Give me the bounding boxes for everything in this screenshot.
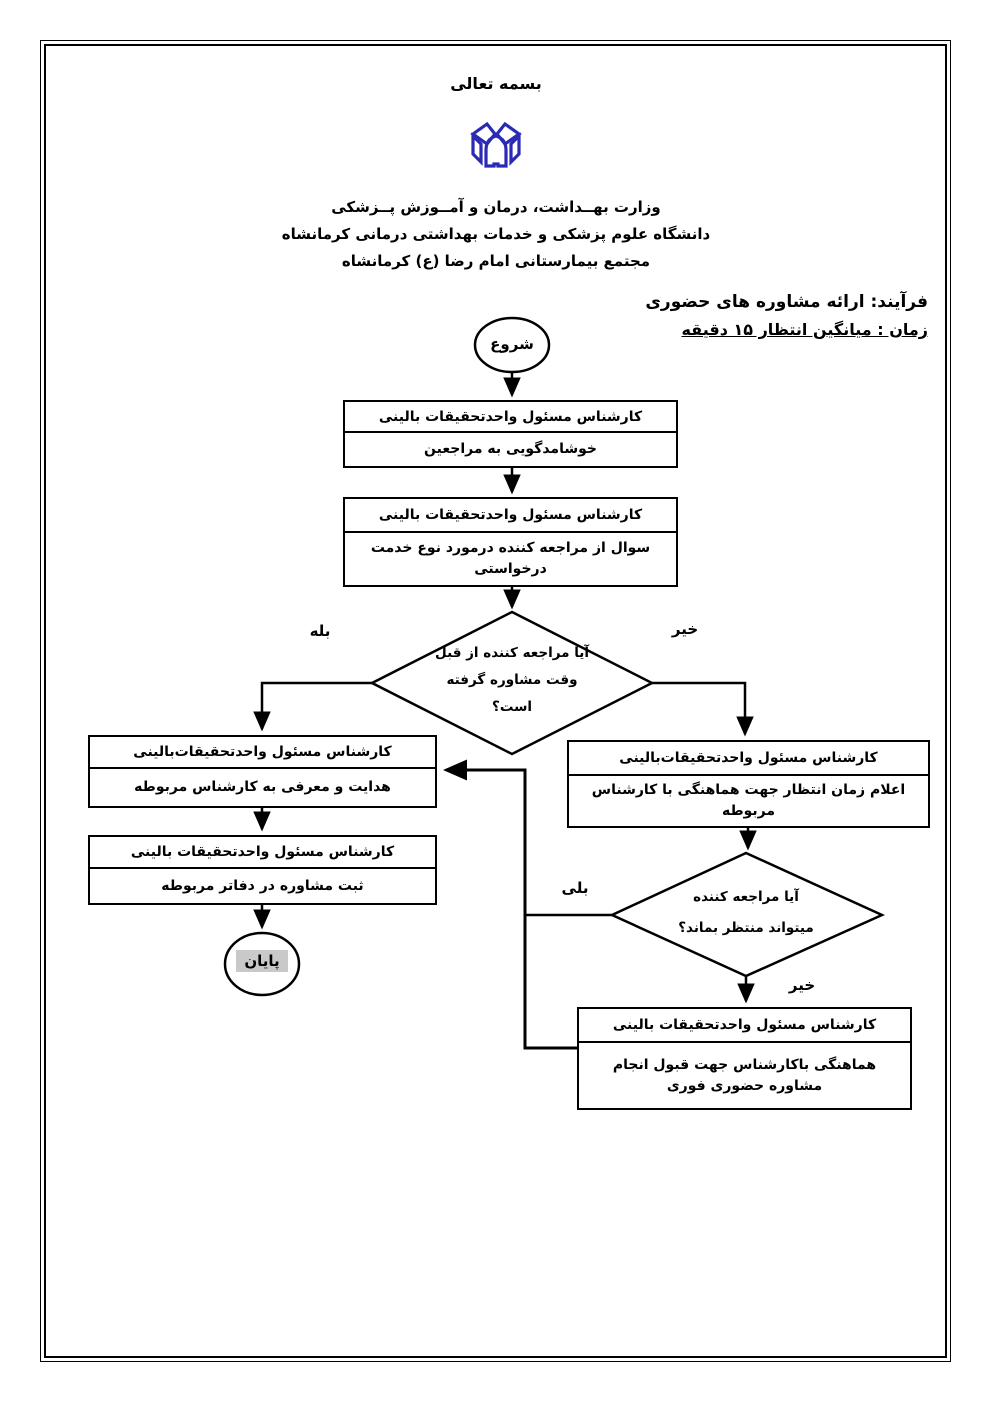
page-border-frame-inner — [44, 44, 947, 1358]
organization-header: وزارت بهــداشت، درمان و آمــوزش پــزشکی … — [0, 194, 992, 275]
announce-wait-box-body: اعلام زمان انتظار جهت هماهنگی با کارشناس… — [591, 782, 906, 819]
welcome-box: کارشناس مسئول واحدتحقیقات بالینی خوشامدگ… — [343, 400, 678, 468]
ask-service-box: کارشناس مسئول واحدتحقیقات بالینی سوال از… — [343, 497, 678, 587]
coordinate-box-header: کارشناس مسئول واحدتحقیقات بالینی — [579, 1009, 910, 1043]
ask-service-box-body: سوال از مراجعه کننده درمورد نوع خدمت درخ… — [370, 540, 651, 577]
coordinate-box: کارشناس مسئول واحدتحقیقات بالینی هماهنگی… — [577, 1007, 912, 1110]
process-time: زمان : میانگین انتظار ۱۵ دقیقه — [681, 320, 928, 339]
end-label: پایان — [236, 950, 288, 972]
edge-label-yes1: بله — [309, 622, 331, 640]
announce-wait-box: کارشناس مسئول واحدتحقیقات‌بالینی اعلام ز… — [567, 740, 930, 828]
bismillah-text: بسمه تعالی — [450, 74, 542, 93]
guide-box: کارشناس مسئول واحدتحقیقات‌بالینی هدایت و… — [88, 735, 437, 808]
guide-box-body: هدایت و معرفی به کارشناس مربوطه — [134, 779, 391, 795]
decision2-line2: میتواند منتظر بماند؟ — [678, 920, 814, 936]
decision-can-wait: آیا مراجعه کننده میتواند منتظر بماند؟ — [646, 882, 846, 944]
register-box-body: ثبت مشاوره در دفاتر مربوطه — [161, 877, 364, 894]
decision1-line1: آیا مراجعه کننده از قبل — [435, 645, 589, 661]
register-box-header: کارشناس مسئول واحدتحقیقات بالینی — [90, 837, 435, 869]
decision-has-appointment: آیا مراجعه کننده از قبل وقت مشاوره گرفته… — [402, 640, 622, 721]
edge-label-no2: خیر — [788, 976, 816, 994]
announce-wait-box-header: کارشناس مسئول واحدتحقیقات‌بالینی — [569, 742, 928, 776]
ask-service-box-header: کارشناس مسئول واحدتحقیقات بالینی — [345, 499, 676, 533]
edge-label-no1: خیر — [671, 620, 699, 638]
coordinate-box-body: هماهنگی باکارشناس جهت قبول انجام مشاوره … — [612, 1056, 877, 1094]
process-title-block: فرآیند: ارائه مشاوره های حضوری زمان : می… — [645, 292, 928, 339]
start-label: شروع — [490, 335, 534, 353]
decision1-line3: است؟ — [491, 699, 533, 715]
guide-box-header: کارشناس مسئول واحدتحقیقات‌بالینی — [90, 737, 435, 769]
decision2-line1: آیا مراجعه کننده — [693, 889, 799, 905]
university-logo-icon — [464, 118, 528, 182]
register-box: کارشناس مسئول واحدتحقیقات بالینی ثبت مشا… — [88, 835, 437, 905]
org-line-hospital: مجتمع بیمارستانی امام رضا (ع) کرمانشاه — [341, 252, 651, 270]
process-title: فرآیند: ارائه مشاوره های حضوری — [645, 292, 928, 312]
page-border-frame — [40, 40, 951, 1362]
welcome-box-body: خوشامدگویی به مراجعین — [424, 441, 597, 457]
start-node: شروع — [475, 335, 549, 353]
org-line-ministry: وزارت بهــداشت، درمان و آمــوزش پــزشکی — [331, 198, 661, 216]
org-line-university: دانشگاه علوم پزشکی و خدمات بهداشتی درمان… — [281, 225, 711, 243]
end-node: پایان — [226, 950, 298, 972]
welcome-box-header: کارشناس مسئول واحدتحقیقات بالینی — [345, 402, 676, 433]
decision1-line2: وقت مشاوره گرفته — [446, 672, 578, 688]
edge-label-yes2: بلی — [561, 879, 589, 897]
